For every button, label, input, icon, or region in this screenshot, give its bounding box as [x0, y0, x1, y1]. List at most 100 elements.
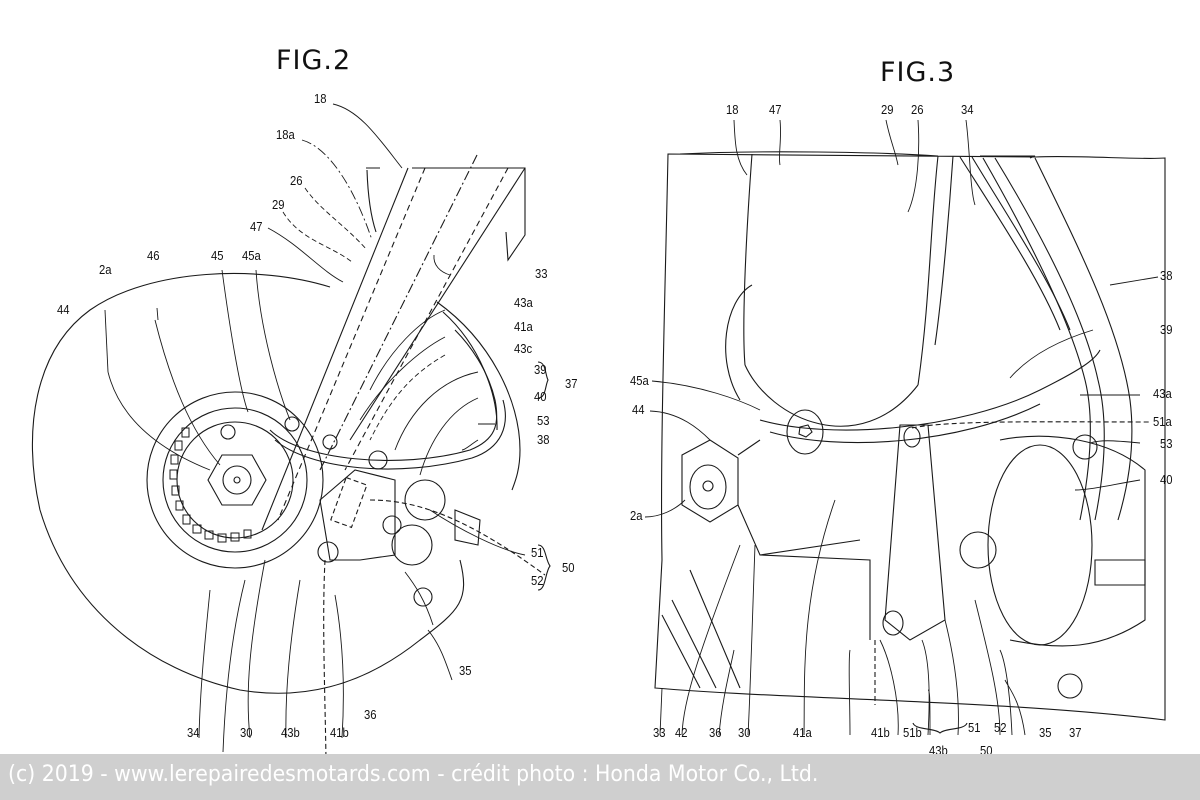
axle-washer [690, 465, 726, 509]
fig2-leaders [105, 104, 525, 752]
fig2-label-43c: 43c [514, 342, 533, 356]
fender-arc-inner [443, 312, 497, 430]
fig2-label-26: 26 [290, 174, 303, 188]
fig2-label-41b: 41b [330, 726, 349, 740]
fig3-label-2a: 2a [630, 509, 643, 523]
caliper-bolt-upper [383, 516, 401, 534]
fig2-brackets [538, 362, 550, 590]
fig3-label-26: 26 [911, 103, 924, 117]
hose-arm-2 [770, 404, 1040, 443]
pivot-pin-lower [318, 542, 338, 562]
fig3-brace-50 [913, 723, 967, 733]
credit-footer: (c) 2019 - www.lerepairedesmotards.com -… [0, 754, 1200, 800]
link-arm [885, 425, 945, 640]
fig3-label-41b: 41b [871, 726, 890, 740]
fig3-label-41a: 41a [793, 726, 812, 740]
fig2-label-29: 29 [272, 198, 285, 212]
fork-dashdot [320, 155, 477, 470]
fig2-label-50: 50 [562, 561, 575, 575]
fork-outer-right [350, 168, 525, 440]
caliper-body [988, 445, 1092, 645]
hose-34-a [960, 157, 1060, 330]
fig2-label-37: 37 [565, 377, 578, 391]
fig3-label-18: 18 [726, 103, 739, 117]
fig3-label-29: 29 [881, 103, 894, 117]
fig3-label-39: 39 [1160, 323, 1173, 337]
fig2-label-39: 39 [534, 363, 547, 377]
link-bolt-a [285, 417, 299, 431]
axle-hole [703, 481, 713, 491]
brace-50 [538, 545, 550, 590]
bolt-53 [1073, 435, 1097, 459]
dashed-line-43c [324, 560, 326, 760]
fig2-label-35: 35 [459, 664, 472, 678]
brake-hose [270, 330, 497, 460]
axle-nut-ring [223, 466, 251, 494]
brace-37 [538, 362, 548, 398]
hose-bundle-b [995, 158, 1104, 520]
fig2-label-46: 46 [147, 249, 160, 263]
diagonal-33 [662, 570, 740, 688]
fig3-label-35: 35 [1039, 726, 1052, 740]
fig3-label-44: 44 [632, 403, 645, 417]
link-bolt-b [323, 435, 337, 449]
caliper-stud [960, 532, 996, 568]
dashed-line-52 [370, 500, 545, 575]
fig2-label-45a: 45a [242, 249, 261, 263]
fender-arc-outer [437, 302, 520, 490]
hose-bundle-c [1035, 158, 1132, 520]
link-pin-upper [904, 427, 920, 447]
caliper-bolt-lower [414, 588, 432, 606]
pivot-pin-upper [369, 451, 387, 469]
link-bolt-c [221, 425, 235, 439]
fig2-label-43a: 43a [514, 296, 533, 310]
fig2-label-36: 36 [364, 708, 377, 722]
caliper-housing [1000, 436, 1145, 646]
fig3-label-51: 51 [968, 721, 981, 735]
fig2-label-43b: 43b [281, 726, 300, 740]
allen-bolt [787, 410, 823, 454]
fig3-label-52: 52 [994, 721, 1007, 735]
pulsar-ring-slots [170, 428, 251, 542]
fig3-label-37: 37 [1069, 726, 1082, 740]
fig2-title: FIG.2 [276, 45, 352, 76]
fig3-label-40: 40 [1160, 473, 1173, 487]
fig2-label-41a: 41a [514, 320, 533, 334]
fig2-label-45: 45 [211, 249, 224, 263]
brake-disc-outline [32, 273, 463, 693]
fig3-label-53: 53 [1160, 437, 1173, 451]
fig3-label-43a: 43a [1153, 387, 1172, 401]
fig3-drawing [655, 152, 1165, 720]
fig2-label-51: 51 [531, 546, 544, 560]
fig2-label-53: 53 [537, 414, 550, 428]
caliper-bracket [320, 470, 395, 560]
axle-center [234, 477, 240, 483]
fig2-label-34: 34 [187, 726, 200, 740]
fig3-label-47: 47 [769, 103, 782, 117]
hose-34-b [972, 157, 1070, 330]
axle-nut [208, 455, 266, 505]
caliper-piston-top [405, 480, 445, 520]
fig2-drawing [32, 155, 545, 760]
fig3-leaders [645, 120, 1158, 735]
credit-text: (c) 2019 - www.lerepairedesmotards.com -… [8, 762, 819, 787]
fig2-label-33: 33 [535, 267, 548, 281]
fig2-label-47: 47 [250, 220, 263, 234]
fig2-label-2a: 2a [99, 263, 112, 277]
fig2-label-44: 44 [57, 303, 70, 317]
fork-side-bulge [726, 285, 752, 400]
fig2-label-52: 52 [531, 574, 544, 588]
fender-piece [366, 168, 380, 232]
fork-dashed-1 [278, 168, 425, 520]
fig3-label-45a: 45a [630, 374, 649, 388]
fig3-label-51a: 51a [1153, 415, 1172, 429]
hub-ring-inner [177, 422, 293, 538]
brake-hose-2 [275, 400, 505, 469]
fork-top [412, 168, 525, 260]
fig2-label-38: 38 [537, 433, 550, 447]
allen-socket [799, 425, 812, 437]
fig3-title: FIG.3 [880, 57, 956, 88]
fig3-label-51b: 51b [903, 726, 922, 740]
caliper-piston-bottom [392, 525, 432, 565]
